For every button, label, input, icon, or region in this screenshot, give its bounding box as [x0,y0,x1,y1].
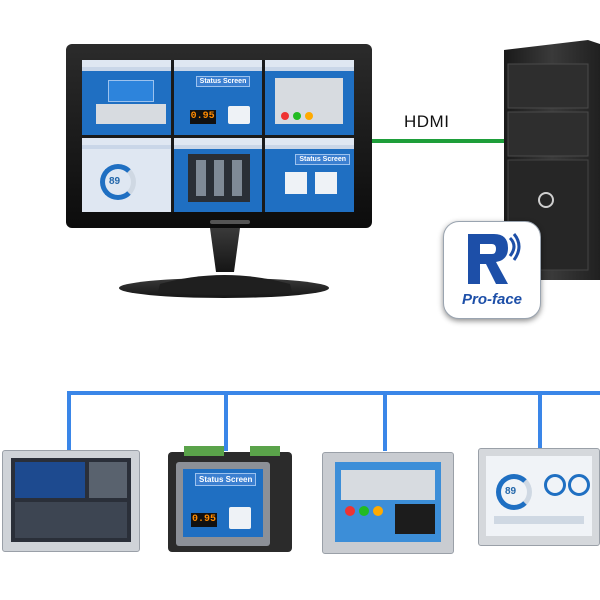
hmi-device-1-screen [11,458,131,542]
screen-window-5 [173,137,263,212]
monitor-neck [210,228,240,272]
hmi-device-3-screen [335,462,441,542]
proface-logo-icon [468,233,521,284]
hmi-device-1 [2,450,140,552]
proface-logo-text: Pro-face [461,291,523,308]
power-button-icon [538,192,554,208]
screen-window-4: 89 [82,137,171,212]
monitor-screen: Status Screen 0.95 89 Status Screen [82,60,354,212]
screen-window-1 [82,60,171,135]
hdmi-label: HDMI [404,112,450,131]
hmi-device-4-screen: 89 [486,456,592,536]
gauge-value: 89 [109,175,121,187]
window-readout: 0.95 [189,110,216,124]
device-4-gauge-value: 89 [505,486,517,497]
device-2-readout: 0.95 [191,513,217,527]
hmi-device-2-bezel: Status Screen 0.95 [176,462,270,546]
proface-logo: Pro-face [443,221,541,319]
hmi-device-2-screen: Status Screen 0.95 [183,469,263,537]
hmi-device-3 [322,452,454,554]
screen-window-3 [265,60,354,135]
hmi-device-2: Status Screen 0.95 [168,446,292,552]
device-2-title: Status Screen [195,473,257,486]
window-title: Status Screen [195,76,251,87]
screen-window-6: Status Screen [265,137,354,212]
screen-window-2: Status Screen 0.95 [173,60,263,135]
window-title: Status Screen [295,153,351,165]
hmi-device-4: 89 [478,448,600,546]
